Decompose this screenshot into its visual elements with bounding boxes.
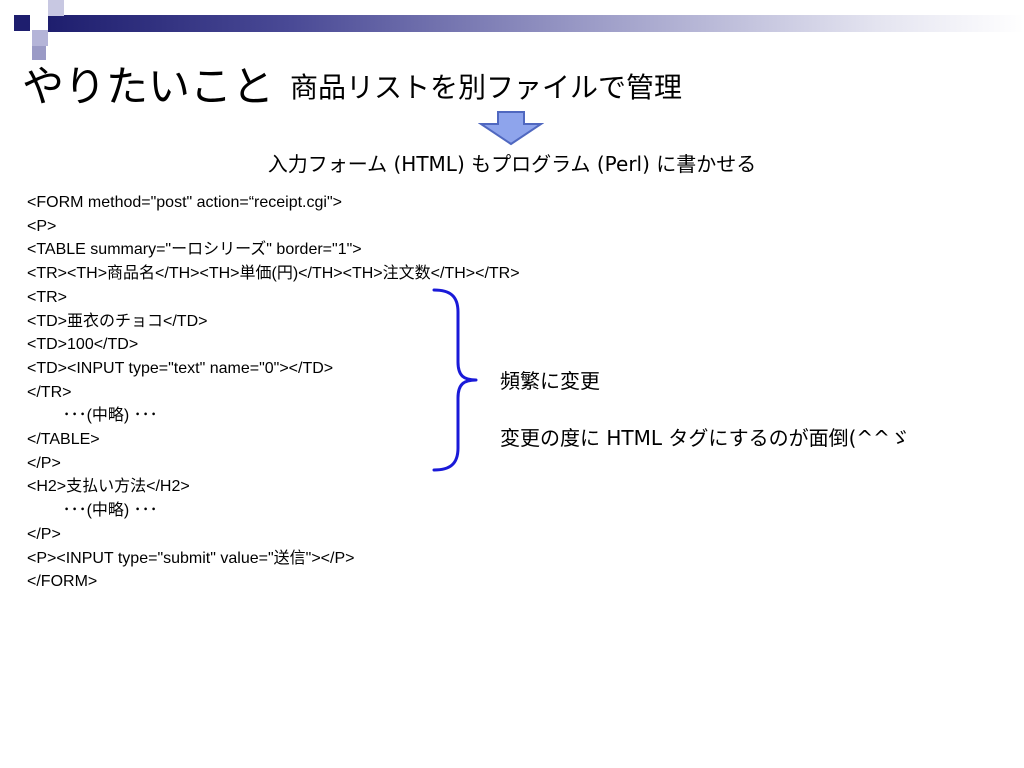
code-line: <FORM method="post" action=“receipt.cgi"…	[27, 194, 342, 211]
code-line: ･･･(中略) ･･･	[27, 502, 158, 520]
note-frequent-change: 頻繁に変更	[500, 369, 600, 393]
code-line: </P>	[27, 525, 61, 543]
down-arrow-icon	[478, 111, 544, 146]
header-gradient-bar	[48, 15, 1024, 32]
decor-square-mid	[32, 46, 46, 60]
slide-title: やりたいこと	[22, 62, 275, 111]
slide-description: 入力フォーム (HTML) もプログラム (Perl) に書かせる	[267, 152, 757, 176]
code-line: <TR>	[27, 288, 68, 306]
code-line: <TD>亜衣のチョコ</TD>	[27, 312, 208, 330]
code-line: <TR><TH>商品名</TH><TH>単価(円)</TH><TH>注文数</T…	[27, 265, 520, 283]
decor-square-light	[32, 30, 48, 46]
code-line: <H2>支払い方法</H2>	[27, 478, 190, 496]
code-line: <P>	[27, 217, 57, 235]
note-tedious-html: 変更の度に HTML タグにするのが面倒(^^ゞ	[500, 426, 910, 450]
slide-subtitle: 商品リストを別ファイルで管理	[290, 71, 683, 104]
right-brace-icon	[432, 288, 478, 472]
html-code-block: <FORM method="post" action=“receipt.cgi"…	[27, 191, 520, 594]
code-line: ･･･(中略) ･･･	[27, 407, 158, 425]
decor-square-dark	[14, 15, 30, 31]
code-line: <TD><INPUT type="text" name="0"></TD>	[27, 359, 334, 377]
code-line: </P>	[27, 454, 61, 472]
code-line: <TD>100</TD>	[27, 336, 139, 354]
code-line: </FORM>	[27, 573, 98, 591]
code-line: </TABLE>	[27, 431, 100, 449]
code-line: </TR>	[27, 383, 72, 401]
decor-square-light	[48, 0, 64, 16]
code-line: <P><INPUT type="submit" value="送信"></P>	[27, 549, 355, 567]
code-line: <TABLE summary="ーロシリーズ" border="1">	[27, 241, 362, 259]
